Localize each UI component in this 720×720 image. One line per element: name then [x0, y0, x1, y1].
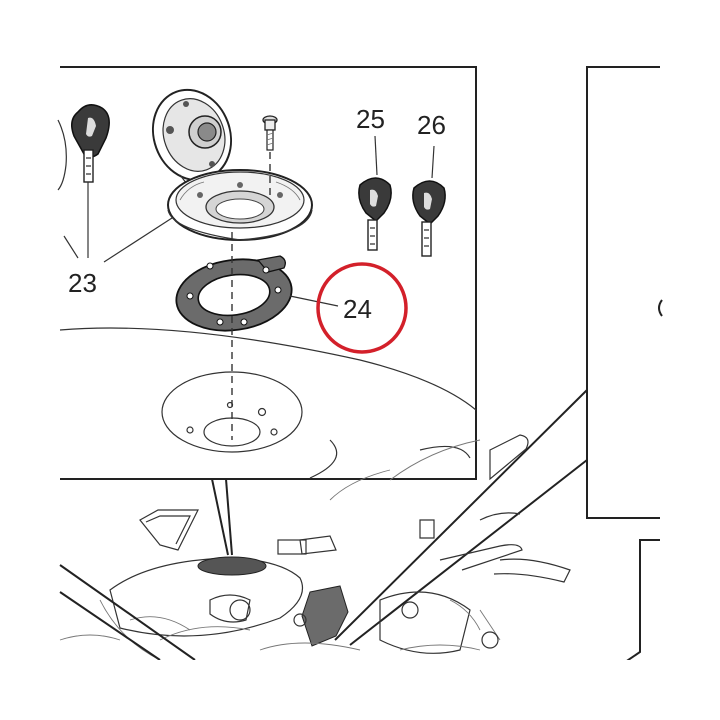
leader-lines [63, 182, 339, 307]
bottom-margin [0, 660, 720, 720]
highlight-circle [316, 262, 408, 354]
zoom-lines [59, 564, 196, 661]
callout-26: 26 [417, 110, 446, 140]
callout-23: 23 [68, 268, 97, 298]
right-panel [334, 66, 663, 691]
gasket-ring-icon [175, 255, 293, 332]
key-icon [57, 104, 110, 191]
callout-25: 25 [356, 104, 385, 134]
callout-24: 24 [343, 294, 372, 324]
tank-top [59, 327, 477, 479]
detail-panel [60, 66, 477, 556]
key-icon [358, 135, 392, 251]
fuel-cap-icon [151, 88, 313, 241]
bike-overview [59, 434, 571, 661]
bolt-icon [262, 115, 278, 200]
key-icon [412, 145, 446, 257]
